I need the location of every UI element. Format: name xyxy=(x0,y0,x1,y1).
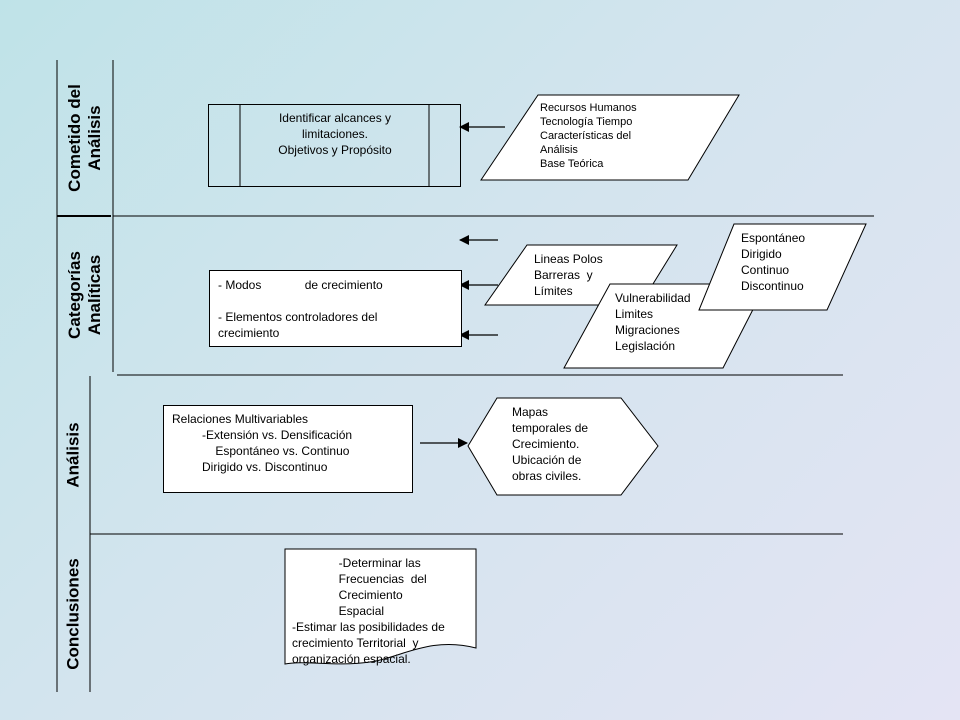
inputs-text: Recursos Humanos Tecnología Tiempo Carac… xyxy=(540,102,637,170)
process-box-text: Identificar alcances y limitaciones. Obj… xyxy=(278,111,392,157)
stage-label-cometido: Cometido del Análisis xyxy=(65,84,105,192)
stage-label-categorias: Categorías Analíticas xyxy=(65,251,104,339)
input-parallelogram-3 xyxy=(698,223,867,311)
analysis-box: Relaciones Multivariables -Extensión vs.… xyxy=(163,405,413,493)
stage-label-conclusiones: Conclusiones xyxy=(63,558,83,670)
process-box xyxy=(208,104,461,187)
input-3-text: Espontáneo Dirigido Continuo Discontinuo xyxy=(741,231,806,293)
output-hexagon xyxy=(467,397,659,496)
conclusion-document xyxy=(284,548,477,665)
output-text: Mapas temporales de Crecimiento. Ubicaci… xyxy=(512,405,589,483)
categories-box: - Modos de crecimiento - Elementos contr… xyxy=(209,270,462,347)
inputs-parallelogram xyxy=(480,94,740,181)
input-1-text: Lineas Polos Barreras y Límites xyxy=(534,252,603,298)
input-2-text: Vulnerabilidad Limites Migraciones Legis… xyxy=(615,291,691,353)
stage-label-analisis: Análisis xyxy=(63,422,83,488)
conclusion-text: -Determinar las Frecuencias del Crecimie… xyxy=(292,556,445,666)
